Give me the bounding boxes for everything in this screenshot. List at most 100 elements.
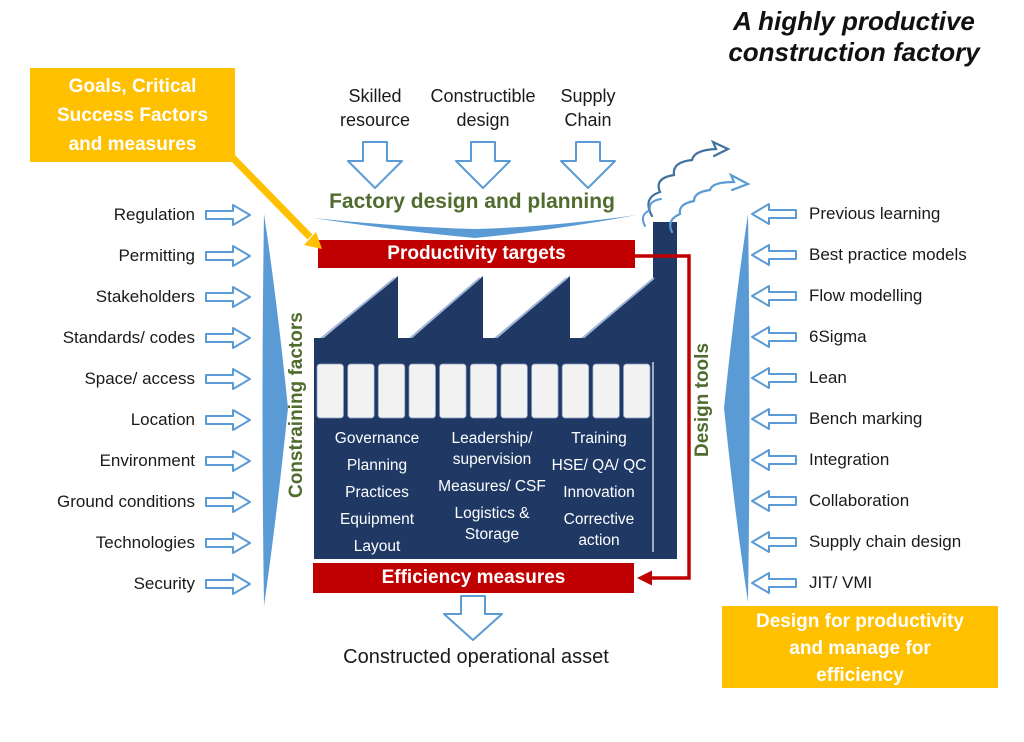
input-label-line: design bbox=[456, 110, 510, 130]
right-arrow-icon bbox=[205, 450, 251, 472]
design-box-line: Design for productivity bbox=[756, 611, 964, 632]
left-factor-row: Security bbox=[8, 571, 252, 597]
right-tool-row: 6Sigma bbox=[750, 324, 1022, 350]
right-tool-label: Supply chain design bbox=[809, 532, 962, 551]
design-tools-label: Design tools bbox=[692, 343, 713, 458]
left-factor-label: Standards/ codes bbox=[62, 328, 195, 347]
factory-item: Logistics & Storage bbox=[454, 505, 530, 543]
title-line: construction factory bbox=[728, 37, 980, 67]
design-box-line: and manage for bbox=[789, 638, 931, 659]
roof-highlight-lines bbox=[317, 277, 655, 342]
left-bracket bbox=[262, 214, 288, 606]
right-tool-label: Best practice models bbox=[809, 245, 967, 264]
design-callout-box: Design for productivity and manage for e… bbox=[722, 606, 998, 688]
constraining-factors-label: Constraining factors bbox=[286, 312, 307, 498]
right-tool-row: Previous learning bbox=[750, 201, 1022, 227]
input-label-line: Chain bbox=[564, 110, 612, 130]
productivity-targets-bar: Productivity targets bbox=[318, 240, 635, 268]
left-arrow-icon bbox=[751, 285, 797, 307]
right-tool-label: Integration bbox=[809, 450, 890, 469]
input-label-line: Skilled bbox=[348, 86, 402, 106]
factory-item: Leadership/ supervision bbox=[451, 430, 533, 468]
design-box-line: efficiency bbox=[816, 665, 904, 686]
right-arrow-icon bbox=[205, 491, 251, 513]
left-factor-label: Regulation bbox=[113, 205, 195, 224]
left-factor-row: Location bbox=[8, 407, 252, 433]
left-arrow-icon bbox=[751, 367, 797, 389]
left-factor-label: Environment bbox=[99, 451, 195, 470]
right-tool-label: Collaboration bbox=[809, 491, 910, 510]
left-factor-label: Security bbox=[133, 574, 195, 593]
left-arrow-icon bbox=[751, 531, 797, 553]
left-factor-row: Environment bbox=[8, 448, 252, 474]
right-arrow-icon bbox=[205, 409, 251, 431]
factory-item: Layout bbox=[353, 538, 401, 555]
constructed-asset-caption: Constructed operational asset bbox=[343, 646, 609, 668]
right-tool-label: Bench marking bbox=[809, 409, 923, 428]
right-arrow-icon bbox=[205, 204, 251, 226]
factory-item: Innovation bbox=[563, 484, 635, 501]
smoke-arrows bbox=[641, 139, 751, 234]
factory-column-governance: Governance Planning Practices Equipment … bbox=[320, 428, 434, 563]
left-factor-row: Permitting bbox=[8, 243, 252, 269]
right-arrow-icon bbox=[205, 327, 251, 349]
left-factor-label: Location bbox=[130, 410, 195, 429]
factory-item: Equipment bbox=[339, 511, 415, 528]
left-arrow-icon bbox=[751, 203, 797, 225]
left-factor-row: Stakeholders bbox=[8, 284, 252, 310]
swoosh-shape bbox=[313, 215, 637, 238]
input-supply-chain: Supply Chain bbox=[548, 84, 628, 132]
factory-item: Planning bbox=[346, 457, 408, 474]
left-arrow-icon bbox=[751, 572, 797, 594]
factory-item: Practices bbox=[345, 484, 409, 501]
right-tool-label: 6Sigma bbox=[809, 327, 867, 346]
factory-column-training: Training HSE/ QA/ QC Innovation Correcti… bbox=[546, 428, 652, 557]
left-arrow-icon bbox=[751, 490, 797, 512]
left-factor-row: Regulation bbox=[8, 202, 252, 228]
down-arrow-icon bbox=[560, 141, 616, 189]
factory-design-heading: Factory design and planning bbox=[329, 190, 615, 213]
down-arrow-icon bbox=[347, 141, 403, 189]
right-tool-label: Previous learning bbox=[809, 204, 941, 223]
left-arrow-icon bbox=[751, 326, 797, 348]
right-arrow-icon bbox=[205, 532, 251, 554]
right-arrow-icon bbox=[205, 286, 251, 308]
factory-item: Training bbox=[571, 430, 627, 447]
right-tool-row: Flow modelling bbox=[750, 283, 1022, 309]
factory-item: HSE/ QA/ QC bbox=[551, 457, 647, 474]
factory-item: Corrective action bbox=[563, 511, 635, 549]
down-arrow-icon bbox=[455, 141, 511, 189]
left-arrow-icon bbox=[751, 244, 797, 266]
factory-column-leadership: Leadership/ supervision Measures/ CSF Lo… bbox=[432, 428, 552, 551]
goals-box-line: Success Factors bbox=[56, 105, 209, 126]
input-constructible-design: Constructible design bbox=[428, 84, 538, 132]
input-skilled-resource: Skilled resource bbox=[335, 84, 415, 132]
left-factor-label: Permitting bbox=[118, 246, 195, 265]
right-bracket bbox=[724, 214, 750, 602]
right-tool-row: JIT/ VMI bbox=[750, 570, 1022, 596]
goals-callout-box: Goals, Critical Success Factors and meas… bbox=[30, 68, 235, 162]
title-line: A highly productive bbox=[733, 6, 975, 36]
left-factor-label: Stakeholders bbox=[95, 287, 195, 306]
efficiency-measures-bar: Efficiency measures bbox=[313, 563, 634, 593]
left-factor-row: Ground conditions bbox=[8, 489, 252, 515]
right-tool-row: Integration bbox=[750, 447, 1022, 473]
right-tool-label: JIT/ VMI bbox=[809, 573, 873, 592]
left-factor-label: Space/ access bbox=[84, 369, 195, 388]
page-title: A highly productive construction factory bbox=[708, 6, 1000, 68]
left-factor-row: Standards/ codes bbox=[8, 325, 252, 351]
right-arrow-icon bbox=[205, 573, 251, 595]
left-factor-row: Space/ access bbox=[8, 366, 252, 392]
input-label-line: Supply bbox=[560, 86, 616, 106]
right-tool-row: Best practice models bbox=[750, 242, 1022, 268]
factory-windows bbox=[316, 363, 651, 419]
goals-box-line: Goals, Critical bbox=[68, 76, 197, 97]
factory-item: Measures/ CSF bbox=[438, 478, 546, 495]
down-arrow-icon bbox=[443, 595, 503, 641]
right-tool-row: Bench marking bbox=[750, 406, 1022, 432]
factory-roof bbox=[314, 276, 657, 346]
right-tool-row: Supply chain design bbox=[750, 529, 1022, 555]
feedback-arrowhead bbox=[637, 570, 652, 586]
left-factor-row: Technologies bbox=[8, 530, 252, 556]
